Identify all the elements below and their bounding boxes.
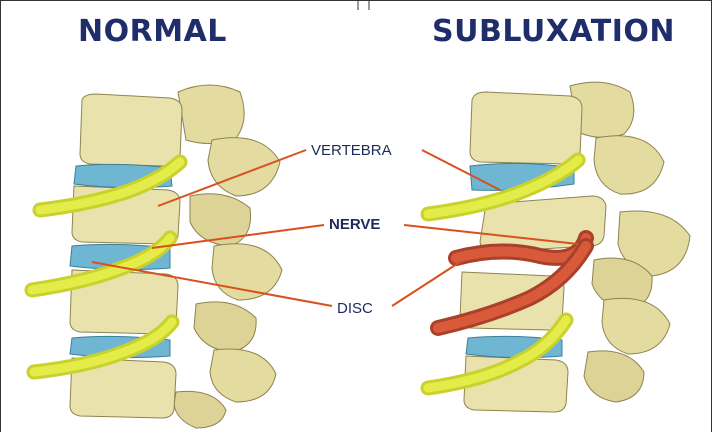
nerve-label: NERVE: [326, 216, 383, 233]
subluxation-heading: SUBLUXATION: [432, 14, 675, 49]
normal-processes: [174, 85, 282, 428]
normal-heading: NORMAL: [78, 14, 227, 49]
vertebra-label: VERTEBRA: [308, 142, 395, 159]
disc-leader-right: [392, 262, 460, 306]
disc-label: DISC: [334, 300, 376, 317]
normal-spine: [32, 85, 282, 428]
subluxation-spine: [428, 82, 690, 412]
